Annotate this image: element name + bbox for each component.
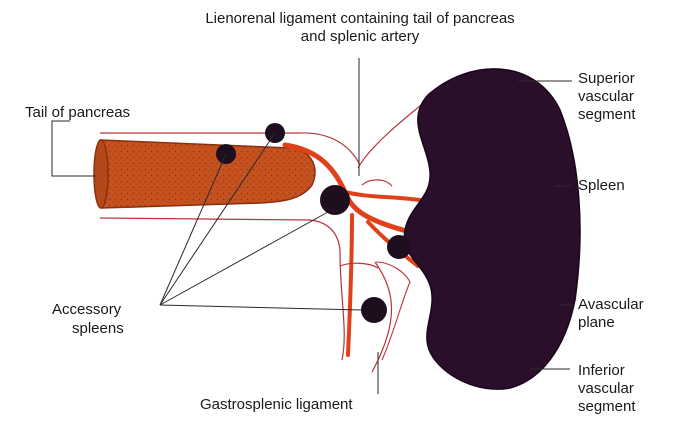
avascular-plane-label-line-2: plane	[578, 314, 615, 331]
spleen	[404, 69, 580, 389]
accessory-spleen-3	[320, 185, 350, 215]
gastroepiploic-artery	[348, 215, 352, 355]
superior-segment-label-line-1: Superior	[578, 70, 635, 87]
inferior-segment-label-line-2: vascular	[578, 380, 634, 397]
lienorenal-fold	[362, 180, 392, 186]
splenic-artery-upper-branch	[345, 192, 420, 200]
pancreas-cut-end	[94, 140, 108, 208]
accessory-spleens-label-line-2: spleens	[72, 320, 124, 337]
superior-segment-label-line-2: vascular	[578, 88, 634, 105]
inferior-segment-label-line-1: Inferior	[578, 362, 625, 379]
gastrosplenic-ligament-left	[340, 250, 344, 360]
gastrosplenic-fold	[340, 263, 378, 268]
peritoneum-lower-line	[100, 218, 340, 250]
leader-tail-of-pancreas	[52, 121, 96, 176]
gastrosplenic-ligament-label: Gastrosplenic ligament	[200, 396, 353, 413]
accessory-spleen-4	[387, 235, 411, 259]
tail-of-pancreas-label: Tail of pancreas	[25, 104, 130, 121]
leader-accessory-5	[160, 305, 362, 310]
superior-segment-label-line-3: segment	[578, 106, 636, 123]
avascular-plane-label-line-1: Avascular	[578, 296, 644, 313]
accessory-spleen-5	[361, 297, 387, 323]
lienorenal-label-line-1: Lienorenal ligament containing tail of p…	[150, 10, 570, 27]
pancreas-tail	[100, 140, 315, 208]
lienorenal-label-line-2: and splenic artery	[200, 28, 520, 45]
leader-accessory-3	[160, 212, 328, 305]
inferior-segment-label-line-3: segment	[578, 398, 636, 415]
spleen-label: Spleen	[578, 177, 625, 194]
accessory-spleens-label-line-1: Accessory	[52, 301, 121, 318]
